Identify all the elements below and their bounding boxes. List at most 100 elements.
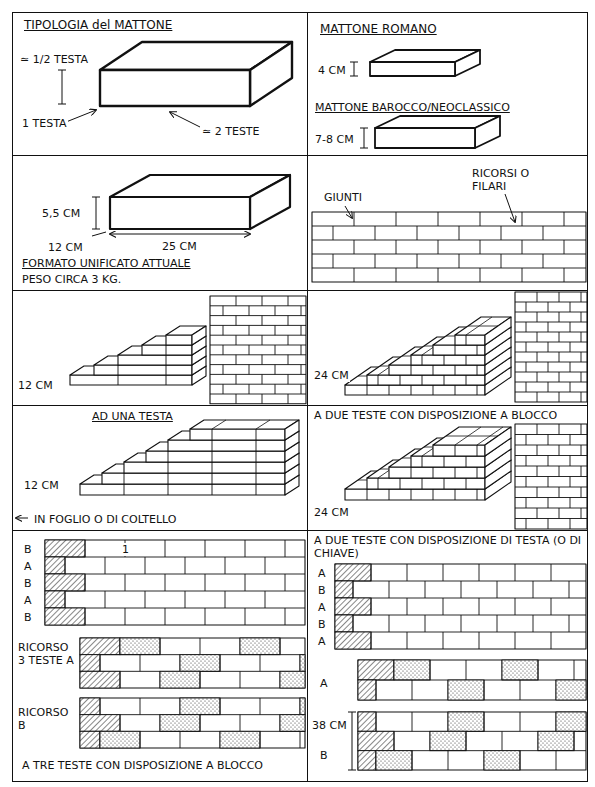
stroke-line <box>212 451 213 462</box>
stroke-line <box>375 226 376 240</box>
stroke-line <box>411 385 412 395</box>
course-letter: B <box>317 584 327 597</box>
stroke-line <box>502 731 503 750</box>
stroke-line <box>515 312 587 313</box>
stroke-line <box>240 671 241 688</box>
plan-brick <box>80 638 120 655</box>
stroke-line <box>538 660 539 680</box>
note-text: MATTONE ROMANO <box>319 23 438 36</box>
stroke-line <box>180 731 181 748</box>
brick-face <box>485 317 511 345</box>
stroke-line <box>371 598 372 615</box>
stroke-line <box>165 540 166 557</box>
plan-brick <box>376 751 412 770</box>
stroke-line <box>459 254 460 268</box>
stroke-line <box>348 712 356 713</box>
stroke-line <box>236 374 237 384</box>
stroke-line <box>140 655 141 672</box>
plan-brick <box>358 731 394 750</box>
stroke-line <box>520 751 521 770</box>
course-letter: B <box>319 749 329 762</box>
stroke-line <box>118 365 119 375</box>
stroke-line <box>335 581 586 582</box>
stroke-line <box>352 712 353 770</box>
stroke-line <box>350 76 358 77</box>
brick-face <box>312 212 586 282</box>
stroke-line <box>543 226 544 240</box>
stroke-line <box>537 392 538 402</box>
stroke-line <box>581 292 582 302</box>
stroke-line <box>522 268 523 282</box>
brick-face <box>45 540 305 625</box>
stroke-line <box>443 632 444 649</box>
stroke-line <box>354 240 355 254</box>
brick-face <box>70 366 206 375</box>
stroke-line <box>367 385 368 395</box>
note-text: A DUE TESTE CON DISPOSIZIONE DI TESTA (O… <box>313 534 585 560</box>
course-letter: A <box>317 635 327 648</box>
stroke-line <box>396 268 397 282</box>
note-text: 24 CM <box>313 506 350 519</box>
stroke-line <box>262 394 263 404</box>
stroke-line <box>265 557 266 574</box>
brick-face <box>411 355 485 365</box>
plan-brick <box>160 715 200 732</box>
stroke-line <box>249 384 250 394</box>
plan-brick <box>448 680 484 700</box>
stroke-line <box>505 194 515 222</box>
brick-face <box>375 128 475 148</box>
stroke-line <box>200 715 201 732</box>
stroke-line <box>256 420 270 429</box>
stroke-line <box>581 372 582 382</box>
stroke-line <box>265 591 266 608</box>
stroke-line <box>533 581 534 598</box>
stroke-line <box>262 355 263 365</box>
stroke-line <box>120 715 121 732</box>
stroke-line <box>581 312 582 322</box>
stroke-line <box>212 429 213 440</box>
stroke-line <box>559 292 560 302</box>
stroke-line <box>569 581 570 598</box>
stroke-line <box>375 254 376 268</box>
stroke-line <box>360 128 368 129</box>
section-brick <box>45 574 85 591</box>
stroke-line <box>548 456 549 467</box>
stroke-line <box>220 655 221 672</box>
stroke-line <box>140 698 141 715</box>
stroke-line <box>312 240 586 241</box>
stroke-line <box>548 519 549 530</box>
stroke-line <box>301 384 302 394</box>
plan-brick <box>556 680 586 700</box>
stroke-line <box>58 104 66 105</box>
stroke-line <box>422 375 423 385</box>
stroke-line <box>417 254 418 268</box>
section-brick <box>335 598 371 615</box>
stroke-line <box>477 445 478 456</box>
stroke-line <box>240 715 241 732</box>
stroke-line <box>444 456 445 467</box>
stroke-line <box>301 365 302 375</box>
brick-face <box>433 345 485 355</box>
stroke-line <box>581 487 582 498</box>
stroke-line <box>515 466 587 467</box>
stroke-line <box>225 557 226 574</box>
stroke-line <box>110 234 250 235</box>
stroke-line <box>570 362 571 372</box>
stroke-line <box>275 325 276 335</box>
stroke-line <box>333 226 334 240</box>
stroke-line <box>479 598 480 615</box>
stroke-line <box>378 375 379 385</box>
stroke-line <box>537 466 538 477</box>
stroke-line <box>389 385 390 395</box>
stroke-line <box>105 591 106 608</box>
stroke-line <box>165 608 166 625</box>
stroke-line <box>466 375 467 385</box>
stroke-line <box>537 312 538 322</box>
section-brick <box>45 591 65 608</box>
stroke-line <box>526 362 527 372</box>
stroke-line <box>548 362 549 372</box>
stroke-line <box>515 392 587 393</box>
stroke-line <box>394 731 395 750</box>
stroke-line <box>275 306 276 316</box>
stroke-line <box>515 372 587 373</box>
